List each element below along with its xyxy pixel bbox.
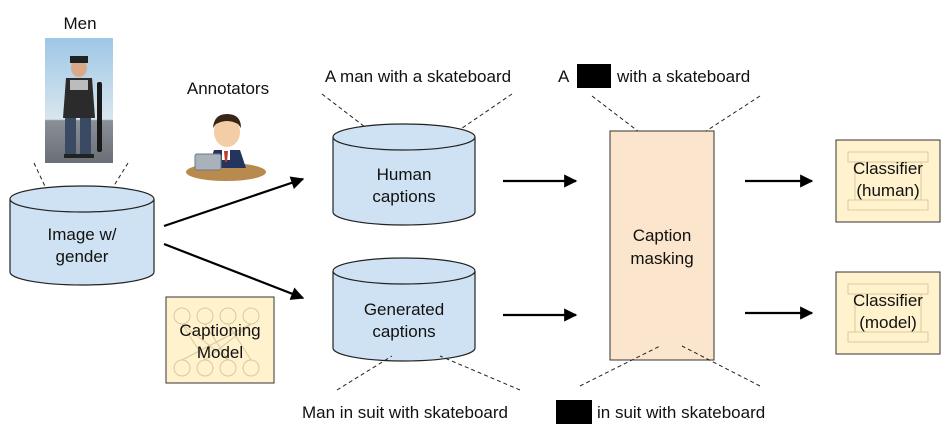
classifier-model-box (835, 271, 941, 355)
generated-captions-database (332, 257, 476, 362)
classifier-human-label-1: Classifier (853, 159, 923, 178)
generated-caption-dash-right (439, 355, 521, 391)
arrow-to-generated-captions (163, 242, 305, 300)
neural-network-icon (173, 307, 260, 377)
image-db-label-2: gender (56, 247, 109, 266)
human-caption-dash-right (429, 93, 513, 151)
caption-masking-box (609, 130, 715, 361)
masked-bottom-dash-left (579, 345, 661, 387)
image-db-label-1: Image w/ (48, 225, 117, 244)
photo-label: Men (63, 14, 96, 33)
human-caption-text: A man with a skateboard (325, 67, 511, 86)
generated-db-label-2: captions (372, 322, 435, 341)
generated-caption-dash-left (336, 355, 393, 391)
mask-block-top (577, 64, 611, 88)
masked-generated-suffix: in suit with skateboard (597, 403, 765, 422)
annotators-label: Annotators (187, 79, 269, 98)
image-gender-database (9, 185, 155, 286)
captioning-model-box (165, 296, 275, 384)
classifier-human-label-2: (human) (856, 181, 919, 200)
classifier-model-label-2: (model) (859, 313, 917, 332)
masked-bottom-dash-right (681, 345, 761, 387)
masking-label-1: Caption (633, 226, 692, 245)
masked-human-prefix: A (558, 67, 570, 86)
mask-block-bottom (556, 400, 592, 424)
human-db-label-1: Human (377, 165, 432, 184)
classifier-model-label-1: Classifier (853, 291, 923, 310)
masked-human-suffix: with a skateboard (616, 67, 750, 86)
masking-label-2: masking (630, 249, 693, 268)
annotator-person-laptop-icon (186, 114, 266, 181)
generated-caption-text: Man in suit with skateboard (302, 403, 508, 422)
generated-db-label-1: Generated (364, 300, 444, 319)
human-caption-dash-left (321, 93, 396, 151)
captioning-model-label-2: Model (197, 343, 243, 362)
captioning-model-label-1: Captioning (179, 321, 260, 340)
arrow-to-human-captions (163, 176, 305, 228)
classifier-human-box (835, 139, 941, 223)
photo-of-man-with-skateboard (45, 38, 113, 163)
human-db-label-2: captions (372, 187, 435, 206)
human-captions-database (332, 123, 476, 226)
photo-dash-right (93, 162, 129, 219)
